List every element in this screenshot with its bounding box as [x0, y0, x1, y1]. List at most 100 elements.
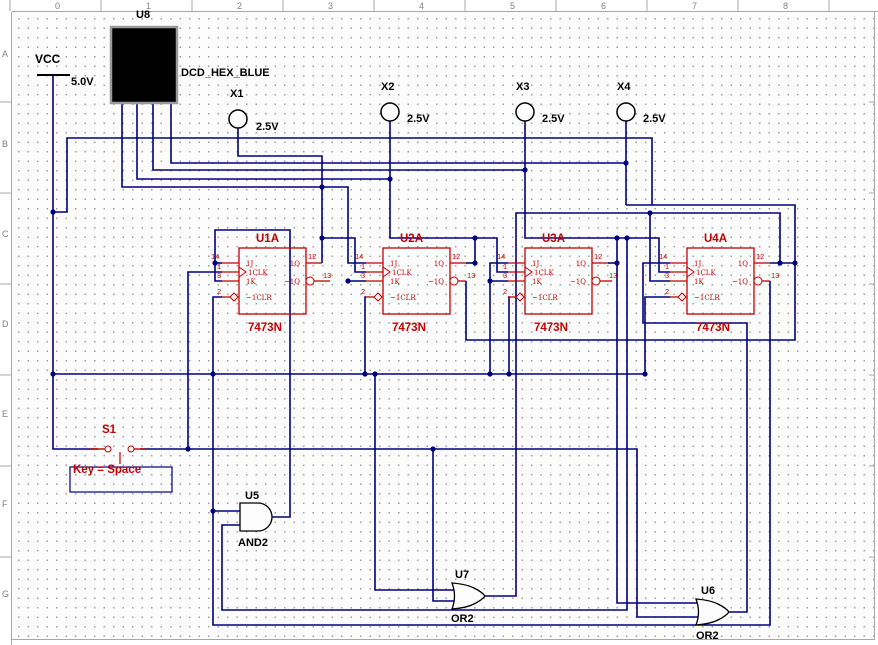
wire[interactable] — [221, 238, 628, 611]
wire[interactable] — [152, 103, 525, 171]
junction-dot — [487, 278, 493, 284]
gate-body-and2-icon[interactable] — [239, 502, 273, 532]
wire[interactable] — [214, 229, 291, 518]
ff-pin-number: 12 — [308, 252, 316, 261]
wire[interactable] — [374, 374, 456, 591]
ruler-left-letter: G — [2, 589, 9, 599]
wire[interactable] — [617, 237, 670, 273]
wire[interactable] — [465, 204, 796, 341]
probe-lamp-icon[interactable] — [228, 109, 248, 129]
gate-ref-label: U6 — [701, 585, 715, 597]
ff-ref-label: U3A — [542, 233, 565, 245]
ff-pin-number: 3 — [503, 271, 507, 280]
junction-dot — [210, 508, 216, 514]
wire[interactable] — [616, 263, 702, 604]
ff-clr-bubble-icon — [229, 292, 239, 302]
ruler-top-number: 8 — [783, 1, 788, 11]
gate-ref-label: U5 — [245, 490, 259, 502]
ff-clr-bubble-icon — [677, 292, 687, 302]
display-ref-label: U8 — [136, 9, 150, 21]
wire[interactable] — [484, 212, 781, 597]
probe-ref-label: X2 — [381, 81, 394, 93]
ff-clk-triangle-icon — [382, 266, 391, 278]
ff-part-label: 7473N — [534, 322, 568, 334]
gate-part-label: OR2 — [696, 630, 719, 642]
wire[interactable] — [322, 237, 366, 273]
wire[interactable] — [649, 213, 670, 282]
probe-lamp-icon[interactable] — [616, 102, 636, 122]
gate-body-or2-icon[interactable] — [451, 582, 486, 610]
wire[interactable] — [508, 296, 510, 374]
ruler-top-number: 1 — [146, 1, 151, 11]
wire[interactable] — [489, 262, 508, 374]
junction-dots — [50, 160, 798, 514]
schematic-canvas[interactable] — [12, 12, 875, 640]
vcc-value-label: 5.0V — [71, 76, 94, 88]
wire[interactable] — [475, 237, 508, 273]
wire[interactable] — [136, 103, 390, 180]
probe-lamp-icon[interactable] — [515, 102, 535, 122]
ruler-left-letter: F — [2, 499, 8, 509]
wire[interactable] — [237, 128, 323, 263]
ruler-left-letter: C — [2, 229, 9, 239]
ff-pin-label: 1Q — [738, 260, 748, 268]
ff-clk-triangle-icon — [686, 266, 695, 278]
ff-pin-label: 1K — [390, 278, 400, 286]
ff-clk-triangle-icon — [524, 266, 533, 278]
wire[interactable] — [140, 448, 702, 618]
gate-part-label: OR2 — [451, 613, 474, 625]
probe-lamp-icon[interactable] — [380, 102, 400, 122]
gate-part-label: AND2 — [238, 537, 268, 549]
ruler-left-letter: B — [2, 139, 8, 149]
wires[interactable] — [52, 76, 796, 626]
wire[interactable] — [170, 103, 626, 164]
probe-X1[interactable]: X12.5V — [228, 88, 279, 133]
ff-pin-label: 1J — [532, 260, 539, 268]
probe-ref-label: X3 — [516, 81, 529, 93]
wire[interactable] — [432, 449, 456, 602]
wire[interactable] — [53, 137, 653, 213]
ff-part-label: 7473N — [248, 322, 282, 334]
wire[interactable] — [52, 76, 98, 450]
probe-value-label: 2.5V — [542, 113, 565, 125]
wire[interactable] — [364, 296, 366, 374]
ruler-top-number: 7 — [692, 1, 697, 11]
hex-display-body[interactable] — [109, 25, 179, 105]
ff-pin-label: 1Q — [434, 260, 444, 268]
junction-dot — [792, 260, 798, 266]
switch-ref-label: S1 — [102, 424, 117, 436]
wire[interactable] — [212, 281, 771, 626]
gate-body-or2-icon[interactable] — [695, 598, 730, 626]
ff-pin-number: 13 — [323, 271, 331, 280]
junction-dot — [319, 184, 325, 190]
ff-pin-number: 3 — [361, 271, 365, 280]
wire[interactable] — [187, 271, 222, 449]
wire[interactable] — [644, 296, 670, 374]
wire[interactable] — [642, 262, 748, 613]
junction-dot — [624, 235, 630, 241]
switch-key-box[interactable] — [69, 466, 173, 493]
ff-pin-label: 1J — [390, 260, 397, 268]
probe-X4[interactable]: X42.5V — [616, 81, 666, 125]
ff-pin-number: 14 — [659, 252, 667, 261]
wire[interactable] — [121, 103, 366, 264]
wire[interactable] — [524, 121, 618, 263]
junction-dot — [50, 209, 56, 215]
junction-dot — [647, 210, 653, 216]
ff-pin-number: 3 — [217, 271, 221, 280]
probe-X2[interactable]: X22.5V — [380, 81, 430, 125]
probe-X3[interactable]: X3 2.5V — [515, 81, 565, 125]
ff-part-label: 7473N — [696, 322, 730, 334]
junction-dot — [185, 446, 191, 452]
